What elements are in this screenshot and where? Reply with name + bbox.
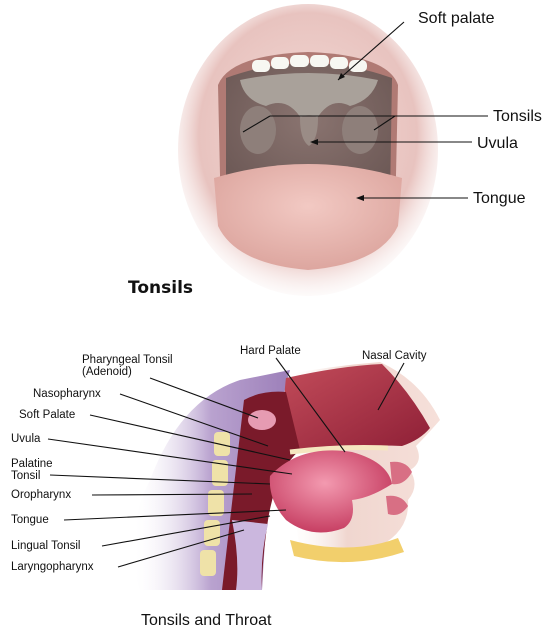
adenoid-shape — [248, 410, 276, 430]
label-tongue: Tongue — [473, 190, 526, 207]
label-tonsils: Tonsils — [493, 108, 542, 125]
label-soft-palate-2: Soft Palate — [19, 409, 75, 421]
label-palatine-tonsil: Tonsil — [11, 470, 40, 482]
label-laryngopharynx: Laryngopharynx — [11, 561, 94, 573]
caption-tonsils: Tonsils — [128, 278, 193, 298]
label-lingual-tonsil: Lingual Tonsil — [11, 540, 80, 552]
label-nasopharynx: Nasopharynx — [33, 388, 101, 400]
label-palatine: Palatine — [11, 458, 53, 470]
label-pharyngeal-tonsil: Pharyngeal Tonsil — [82, 354, 173, 366]
open-mouth-illustration — [178, 4, 438, 296]
nasal-cavity-shape — [285, 364, 430, 450]
label-tongue-2: Tongue — [11, 514, 49, 526]
caption-tonsils-and-throat: Tonsils and Throat — [141, 612, 272, 629]
throat-cross-section-illustration — [132, 362, 440, 590]
label-soft-palate: Soft palate — [418, 10, 495, 27]
label-uvula-2: Uvula — [11, 433, 41, 445]
label-uvula: Uvula — [477, 135, 518, 152]
label-nasal-cavity: Nasal Cavity — [362, 350, 427, 362]
tonsil-right — [342, 106, 378, 154]
label-hard-palate: Hard Palate — [240, 345, 301, 357]
label-oropharynx: Oropharynx — [11, 489, 71, 501]
label-adenoid: (Adenoid) — [82, 366, 132, 378]
